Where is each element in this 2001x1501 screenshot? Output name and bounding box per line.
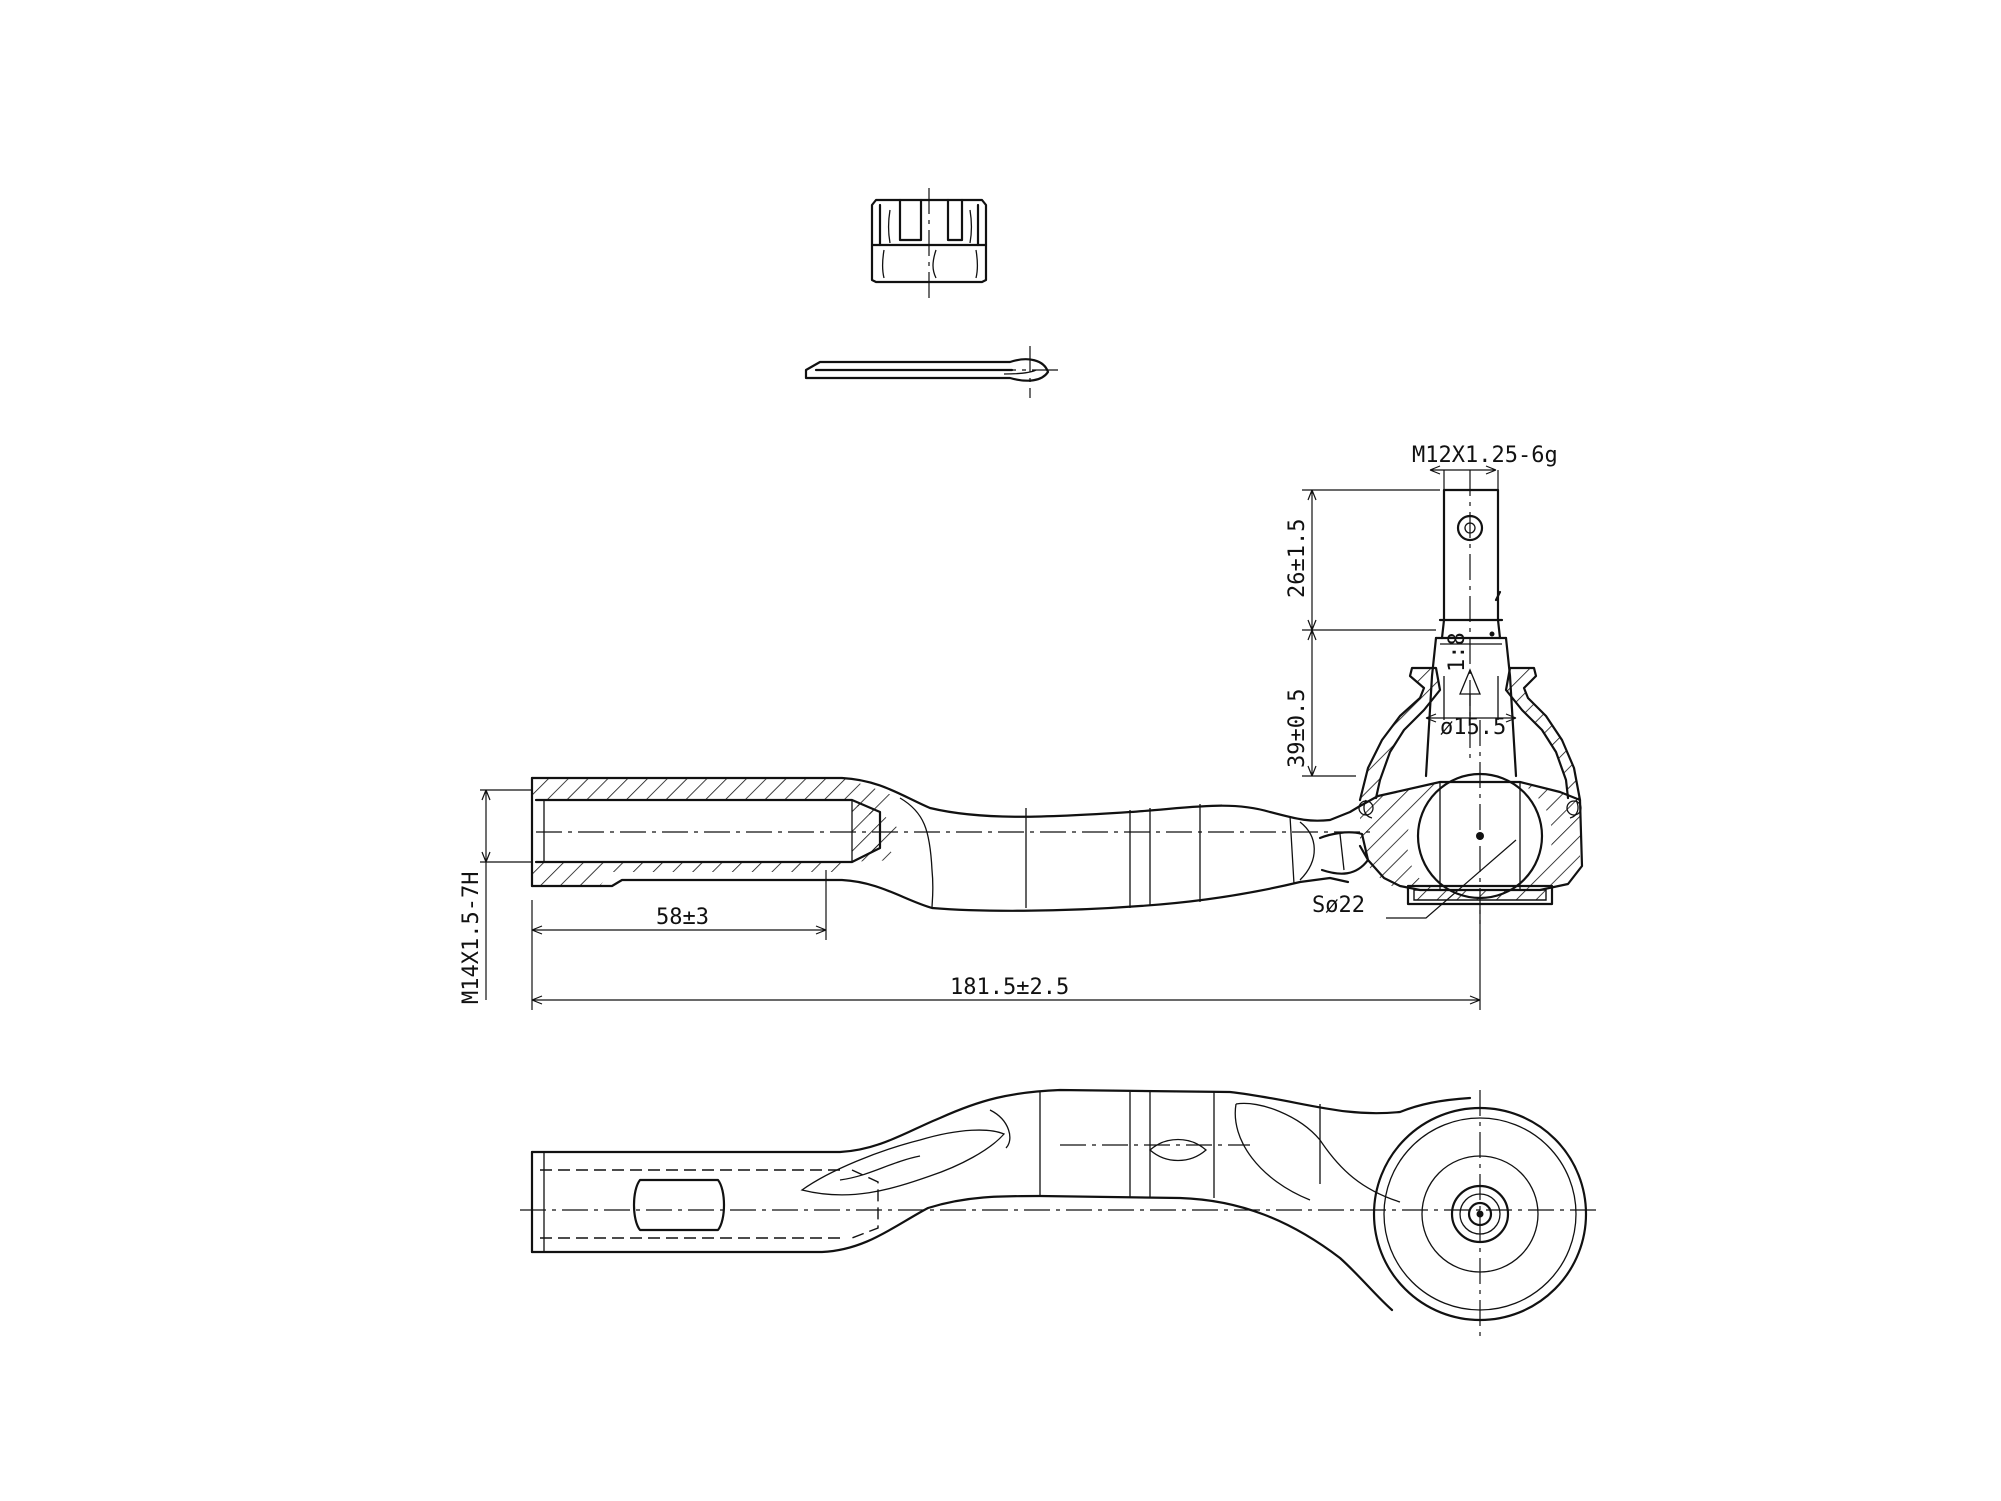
dim-thread-stud: M12X1.25-6g bbox=[1412, 443, 1558, 468]
dim-taper: 1:8 bbox=[1445, 632, 1470, 672]
top-view bbox=[520, 1088, 1600, 1336]
dim-ball-diameter: Sø22 bbox=[1312, 893, 1365, 918]
dim-thread-depth: 58±3 bbox=[656, 905, 709, 930]
front-view: M12X1.25-6g 26±1.5 1:8 ø15.5 39±0.5 M14X… bbox=[459, 443, 1584, 1010]
dim-stud-length: 26±1.5 bbox=[1285, 519, 1310, 598]
dim-height: 39±0.5 bbox=[1285, 689, 1310, 768]
dim-taper-diameter: ø15.5 bbox=[1440, 715, 1506, 740]
castle-nut bbox=[870, 188, 988, 298]
dim-thread-inner: M14X1.5-7H bbox=[459, 872, 484, 1004]
cotter-pin bbox=[804, 346, 1062, 398]
dim-overall-length: 181.5±2.5 bbox=[950, 975, 1069, 1000]
